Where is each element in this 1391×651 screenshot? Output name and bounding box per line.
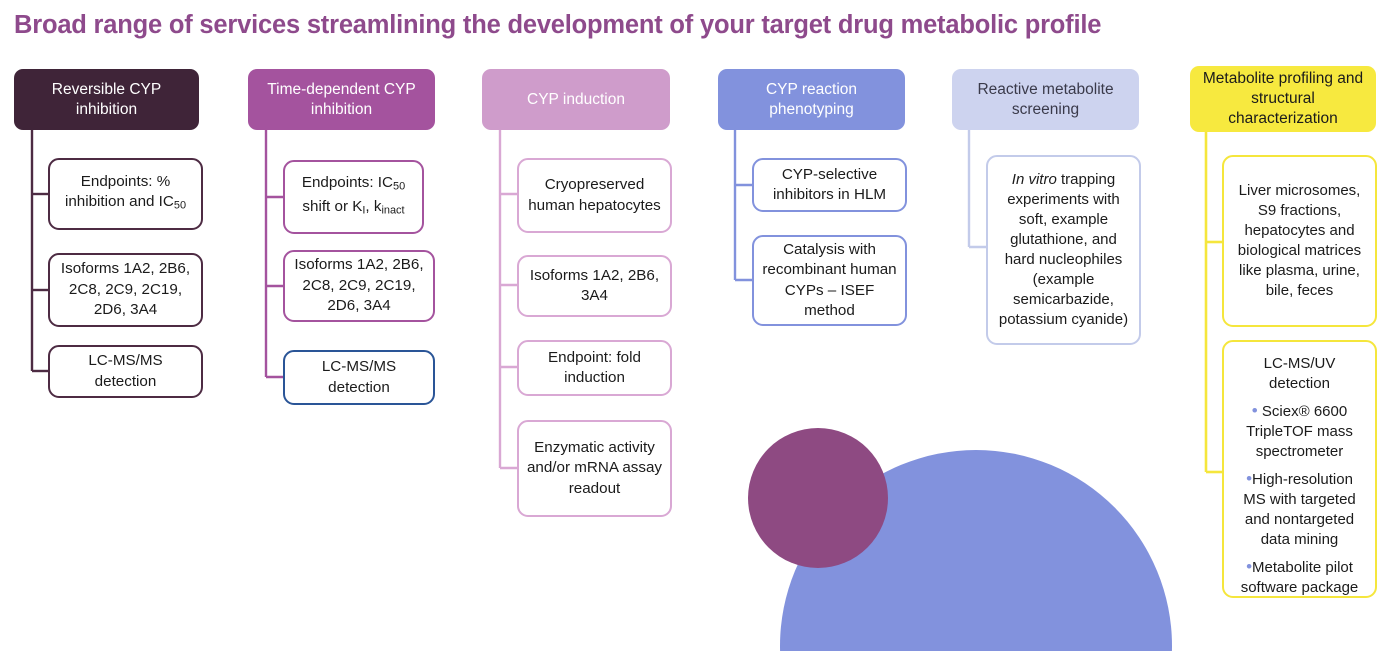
- column-header-cyp-induction[interactable]: CYP induction: [482, 69, 670, 130]
- node-isoforms-list[interactable]: Isoforms 1A2, 2B6, 2C8, 2C9, 2C19, 2D6, …: [48, 253, 203, 327]
- column-header-label: Reactive metabolite screening: [977, 80, 1114, 118]
- column-header-label: Time-dependent CYP inhibition: [267, 80, 416, 118]
- node-label: LC-MS/MS detection: [88, 352, 163, 390]
- node-label: Liver microsomes, S9 fractions, hepatocy…: [1237, 182, 1362, 299]
- node-label: Isoforms 1A2, 2B6, 3A4: [529, 266, 660, 305]
- list-item: •Metabolite pilot software package: [1237, 558, 1362, 598]
- node-label: Endpoint: fold induction: [548, 348, 641, 387]
- node-label: Endpoints: %inhibition and IC50: [64, 172, 187, 212]
- lcmsuv-content: LC-MS/UV detection • Sciex® 6600 TripleT…: [1231, 347, 1368, 604]
- column-header-label: Metabolite profiling and structural char…: [1202, 70, 1364, 127]
- page-title: Broad range of services streamlining the…: [14, 11, 1102, 39]
- column-header-metabolite-profiling[interactable]: Metabolite profiling and structural char…: [1190, 66, 1376, 132]
- node-lcmsms-detection[interactable]: LC-MS/MS detection: [48, 345, 203, 398]
- node-cyp-selective-inhibitors[interactable]: CYP-selective inhibitors in HLM: [752, 158, 907, 212]
- bullet-dot-icon: •: [1251, 401, 1258, 420]
- node-label: Cryopreserved human hepatocytes: [528, 176, 661, 214]
- node-label: CYP-selective inhibitors in HLM: [772, 165, 887, 204]
- list-item-label: Sciex® 6600 TripleTOF mass spectrometer: [1246, 403, 1353, 460]
- node-label: Isoforms 1A2, 2B6, 2C8, 2C9, 2C19, 2D6, …: [60, 260, 191, 319]
- bullet-dot-icon: •: [1246, 469, 1253, 488]
- column-header-label: CYP induction: [527, 90, 625, 108]
- node-cryopreserved-hepatocytes[interactable]: Cryopreserved human hepatocytes: [517, 158, 672, 233]
- node-endpoint-fold-induction[interactable]: Endpoint: fold induction: [517, 340, 672, 396]
- node-lcmsms-detection[interactable]: LC-MS/MS detection: [283, 350, 435, 405]
- node-lcmsuv-detection[interactable]: LC-MS/UV detection • Sciex® 6600 TripleT…: [1222, 340, 1377, 598]
- node-endpoints-pct-inhibition[interactable]: Endpoints: %inhibition and IC50: [48, 158, 203, 230]
- node-label: Enzymatic activity and/or mRNA assay rea…: [526, 438, 663, 497]
- list-item-label: High-resolution MS with targeted and non…: [1243, 471, 1356, 548]
- column-header-reversible-cyp-inhibition[interactable]: Reversible CYP inhibition: [14, 69, 199, 130]
- column-header-reactive-metabolite-screening[interactable]: Reactive metabolite screening: [952, 69, 1139, 130]
- list-item: • Sciex® 6600 TripleTOF mass spectromete…: [1237, 402, 1362, 462]
- list-item-label: Metabolite pilot software package: [1240, 559, 1359, 596]
- column-header-label: CYP reaction phenotyping: [765, 80, 858, 118]
- node-label: In vitro trapping experiments with soft,…: [998, 171, 1129, 328]
- column-header-time-dependent-cyp-inhibition[interactable]: Time-dependent CYP inhibition: [248, 69, 435, 130]
- bullet-dot-icon: •: [1246, 557, 1253, 576]
- node-label: LC-MS/MS detection: [321, 358, 397, 396]
- node-isoforms-list[interactable]: Isoforms 1A2, 2B6, 3A4: [517, 255, 672, 317]
- lcmsuv-heading: LC-MS/UV detection: [1263, 355, 1336, 392]
- node-matrices-list[interactable]: Liver microsomes, S9 fractions, hepatocy…: [1222, 155, 1377, 327]
- node-enzymatic-activity-readout[interactable]: Enzymatic activity and/or mRNA assay rea…: [517, 420, 672, 517]
- column-header-cyp-reaction-phenotyping[interactable]: CYP reaction phenotyping: [718, 69, 905, 130]
- column-header-label: Reversible CYP inhibition: [51, 80, 162, 118]
- list-item: •High-resolution MS with targeted and no…: [1237, 470, 1362, 550]
- node-catalysis-recombinant-cyps[interactable]: Catalysis with recombinant human CYPs – …: [752, 235, 907, 326]
- decorative-purple-circle: [748, 428, 888, 568]
- node-label: Catalysis with recombinant human CYPs – …: [762, 240, 897, 320]
- node-in-vitro-trapping[interactable]: In vitro trapping experiments with soft,…: [986, 155, 1141, 345]
- node-isoforms-list[interactable]: Isoforms 1A2, 2B6, 2C8, 2C9, 2C19, 2D6, …: [283, 250, 435, 322]
- node-label: Isoforms 1A2, 2B6, 2C8, 2C9, 2C19, 2D6, …: [294, 256, 424, 315]
